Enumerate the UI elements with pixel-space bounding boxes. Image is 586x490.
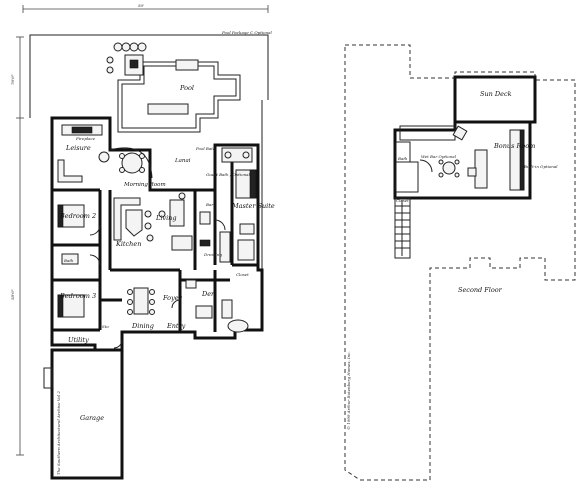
- room-bedroom-2: Bedroom 2: [59, 212, 96, 220]
- first-floor-copyright: The Southern Architectural Archive Vol 2: [56, 391, 61, 475]
- front-rooms-furniture: [127, 279, 249, 333]
- room-kitchen: Kitchen: [115, 240, 141, 248]
- label-storage: Sto: [102, 324, 109, 329]
- leisure-furniture: [57, 124, 153, 183]
- second-floor-title: Second Floor: [458, 286, 503, 294]
- note-closet: Closet: [236, 272, 249, 277]
- garage-walls: [50, 348, 124, 480]
- kitchen-furniture: [113, 197, 154, 242]
- room-pool: Pool: [179, 84, 194, 92]
- note-guest-bath: Guest Bath / Optional: [206, 172, 251, 177]
- pool: Pool: [117, 54, 241, 133]
- label-pool-bath: Pool Bath: [195, 146, 216, 151]
- room-entry: Entry: [166, 322, 186, 330]
- label-second-bath: Bath: [397, 156, 408, 161]
- note-wet-bar: Wet Bar Optional: [421, 154, 457, 159]
- room-bedroom-3: Bedroom 3: [59, 292, 96, 300]
- bedroom-furniture: [57, 204, 85, 318]
- second-floor-plan: Sun Deck Bonus Room Wet Bar Optional Bui…: [344, 44, 576, 481]
- room-den: Den: [201, 290, 215, 298]
- room-morning-room: Morning Room: [123, 182, 166, 188]
- room-dining: Dining: [131, 322, 154, 330]
- room-bonus-room: Bonus Room: [493, 142, 535, 150]
- pool-package-note: Pool Package C Optional: [221, 30, 272, 35]
- interior-walls: [52, 160, 258, 332]
- dim-top: 50': [138, 3, 144, 8]
- door-swings: [89, 219, 226, 349]
- room-garage: Garage: [80, 414, 104, 422]
- note-dressing: Dressing: [203, 252, 222, 257]
- room-master-suite: Master Suite: [231, 202, 275, 210]
- first-floor-plan: 50' 76'6" 58'6" Pool Pool Package C Opti…: [10, 3, 275, 480]
- bonus-room-furniture: [419, 125, 525, 191]
- living-furniture: [158, 192, 211, 251]
- label-bar: Bar: [205, 202, 214, 207]
- room-utility: Utility: [68, 336, 89, 344]
- note-built-in: Built-in Optional: [523, 164, 558, 169]
- note-second-closet: Closet: [396, 198, 409, 203]
- pool-cage-outline: [29, 34, 269, 118]
- room-foyer: Foyer: [162, 294, 183, 302]
- spa-planters: [106, 42, 147, 74]
- second-floor-copyright: © 1999 Arthur Rutenberg Homes, Inc.: [346, 351, 351, 430]
- roof-outline: [344, 44, 576, 481]
- room-lanai: Lanai: [174, 158, 191, 164]
- sun-deck: [453, 75, 537, 124]
- master-suite-furniture: [219, 169, 257, 263]
- label-fireplace: Fireplace: [75, 136, 96, 141]
- dimension-lines: 50' 76'6" 58'6": [10, 3, 269, 456]
- dim-side: 76'6": [10, 74, 15, 85]
- room-sun-deck: Sun Deck: [480, 90, 512, 98]
- room-living: Living: [155, 214, 177, 222]
- label-bath: Bath: [63, 258, 74, 263]
- staircase: [394, 197, 411, 259]
- room-leisure: Leisure: [65, 144, 91, 152]
- dim-front: 58'6": [10, 289, 15, 300]
